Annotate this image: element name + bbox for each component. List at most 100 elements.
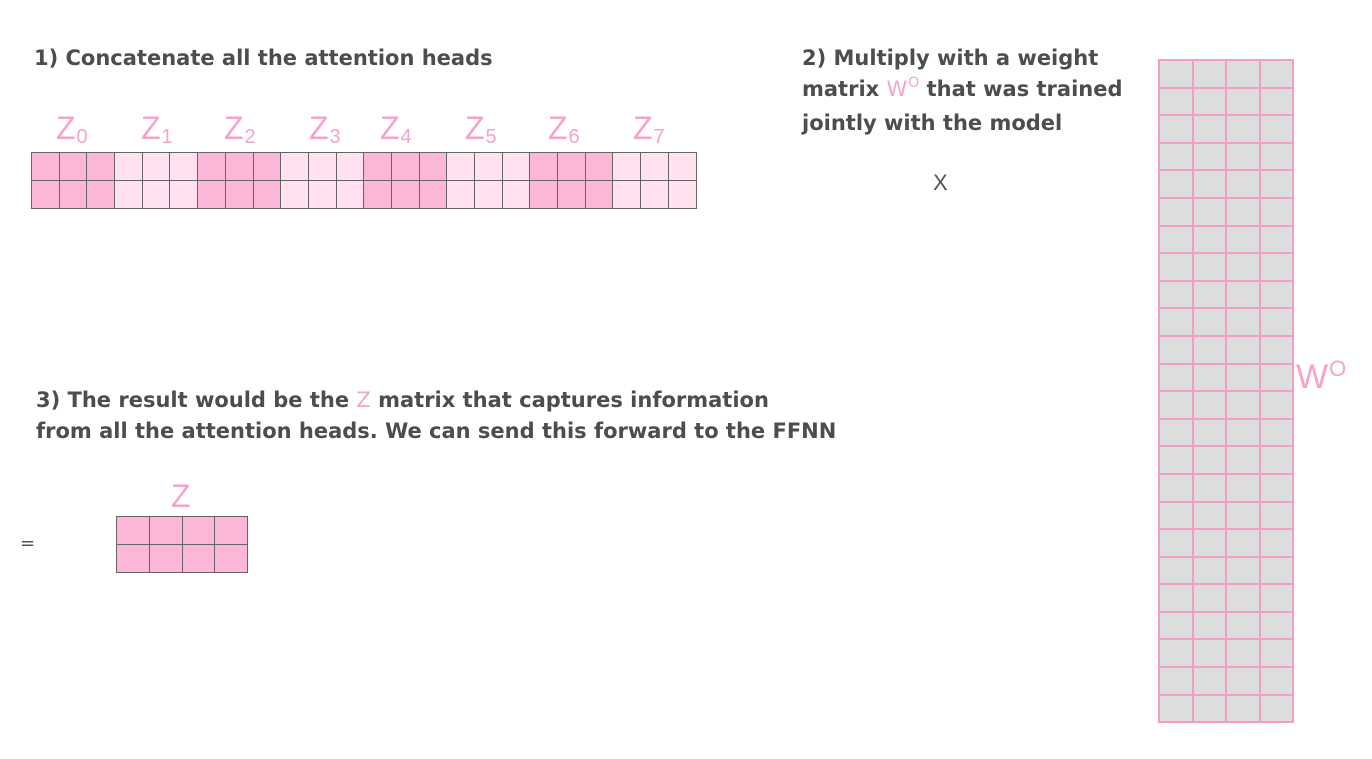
- concat-matrix-cell: [87, 153, 116, 181]
- concat-matrix-cell: [336, 153, 365, 181]
- head-label-letter: Z: [465, 110, 485, 146]
- wo-matrix-cell: [1227, 447, 1261, 475]
- concat-matrix-cell: [364, 153, 392, 181]
- wo-matrix-cell: [1260, 254, 1294, 282]
- wo-matrix-cell: [1160, 640, 1194, 669]
- wo-matrix-cell: [1160, 116, 1194, 144]
- concat-matrix-cell: [447, 153, 475, 181]
- concat-matrix-cell: [391, 153, 420, 181]
- wo-matrix-cell: [1193, 226, 1227, 255]
- wo-matrix-cell: [1193, 392, 1227, 420]
- wo-matrix-cell: [1260, 640, 1294, 669]
- wo-matrix-cell: [1227, 585, 1261, 613]
- wo-matrix-cell: [1193, 198, 1227, 227]
- wo-matrix-cell: [1260, 61, 1294, 89]
- wo-matrix-cell: [1193, 585, 1227, 613]
- concat-matrix-cell: [475, 181, 503, 209]
- wo-matrix-cell: [1193, 364, 1227, 393]
- wo-matrix-cell: [1227, 281, 1261, 310]
- concat-matrix-cell: [142, 153, 171, 181]
- wo-matrix-cell: [1160, 419, 1194, 448]
- wo-matrix-cell: [1160, 612, 1194, 641]
- concat-matrix-cell: [59, 181, 88, 209]
- wo-matrix-cell: [1160, 474, 1194, 503]
- head-label-letter: Z: [224, 110, 244, 146]
- head-label-1: Z1: [141, 108, 173, 153]
- wo-matrix-cell: [1260, 143, 1294, 172]
- concat-matrix-cell: [558, 153, 586, 181]
- step2-line1: 2) Multiply with a weight: [802, 46, 1099, 70]
- wo-matrix-cell: [1227, 419, 1261, 448]
- wo-matrix-cell: [1160, 695, 1194, 724]
- wo-matrix-cell: [1193, 640, 1227, 669]
- concat-matrix-cell: [59, 153, 88, 181]
- head-label-index: 2: [244, 126, 256, 148]
- wo-matrix-cell: [1193, 281, 1227, 310]
- wo-matrix-cell: [1260, 612, 1294, 641]
- concat-matrix-cell: [32, 181, 60, 209]
- step3-line2: from all the attention heads. We can sen…: [36, 419, 837, 443]
- concat-matrix-cell: [198, 181, 226, 209]
- head-label-4: Z4: [380, 108, 412, 153]
- concat-matrix-cell: [336, 181, 365, 209]
- wo-label-letter: W: [1296, 358, 1329, 396]
- wo-matrix-cell: [1260, 364, 1294, 393]
- wo-matrix-cell: [1193, 143, 1227, 172]
- wo-matrix-cell: [1260, 116, 1294, 144]
- head-label-5: Z5: [465, 108, 497, 153]
- wo-matrix-cell: [1193, 116, 1227, 144]
- wo-matrix-cell: [1260, 474, 1294, 503]
- concat-matrix-cell: [253, 153, 282, 181]
- step3-after: matrix that captures information: [370, 388, 769, 412]
- concat-matrix-cell: [668, 153, 697, 181]
- concat-matrix-cell: [308, 181, 337, 209]
- concat-matrix-cell: [198, 153, 226, 181]
- wo-matrix-cell: [1160, 447, 1194, 475]
- wo-matrix-cell: [1193, 695, 1227, 724]
- wo-matrix-cell: [1160, 392, 1194, 420]
- wo-matrix-cell: [1260, 447, 1294, 475]
- concatenated-heads-matrix: [31, 152, 697, 209]
- head-label-letter: Z: [633, 110, 653, 146]
- wo-matrix-cell: [1160, 530, 1194, 558]
- z-matrix-cell: [215, 545, 248, 573]
- wo-matrix-cell: [1160, 254, 1194, 282]
- concat-matrix-cell: [87, 181, 116, 209]
- result-matrix-z: [116, 516, 248, 573]
- wo-matrix-cell: [1160, 336, 1194, 365]
- concat-matrix-cell: [585, 153, 614, 181]
- wo-matrix-cell: [1160, 309, 1194, 337]
- wo-matrix-cell: [1260, 557, 1294, 586]
- step1-caption: 1) Concatenate all the attention heads: [34, 43, 493, 74]
- step2-matrix-name: WO: [886, 75, 920, 101]
- step2-line2-suffix: that was trained: [919, 77, 1123, 101]
- wo-matrix-cell: [1160, 557, 1194, 586]
- wo-matrix-cell: [1227, 309, 1261, 337]
- wo-matrix-cell: [1227, 61, 1261, 89]
- wo-matrix-cell: [1227, 502, 1261, 531]
- concat-matrix-cell: [558, 181, 586, 209]
- wo-matrix-cell: [1260, 530, 1294, 558]
- concat-matrix-cell: [613, 181, 642, 209]
- wo-matrix-cell: [1160, 364, 1194, 393]
- step2-line2-prefix: matrix: [802, 77, 887, 101]
- wo-matrix-cell: [1227, 171, 1261, 199]
- concat-matrix-cell: [530, 153, 559, 181]
- concat-matrix-cell: [170, 181, 199, 209]
- wo-matrix-cell: [1227, 336, 1261, 365]
- concat-matrix-cell: [253, 181, 282, 209]
- wo-matrix-cell: [1260, 502, 1294, 531]
- head-label-6: Z6: [548, 108, 580, 153]
- wo-matrix-cell: [1227, 695, 1261, 724]
- wo-matrix-cell: [1227, 364, 1261, 393]
- head-label-2: Z2: [224, 108, 256, 153]
- wo-matrix-cell: [1227, 226, 1261, 255]
- head-label-index: 3: [329, 126, 341, 148]
- concat-matrix-cell: [502, 181, 531, 209]
- wo-matrix-cell: [1227, 668, 1261, 696]
- wo-matrix-cell: [1260, 668, 1294, 696]
- wo-matrix-cell: [1160, 171, 1194, 199]
- step2-matrix-letter: W: [886, 77, 908, 101]
- wo-matrix-cell: [1193, 612, 1227, 641]
- wo-matrix-cell: [1193, 171, 1227, 199]
